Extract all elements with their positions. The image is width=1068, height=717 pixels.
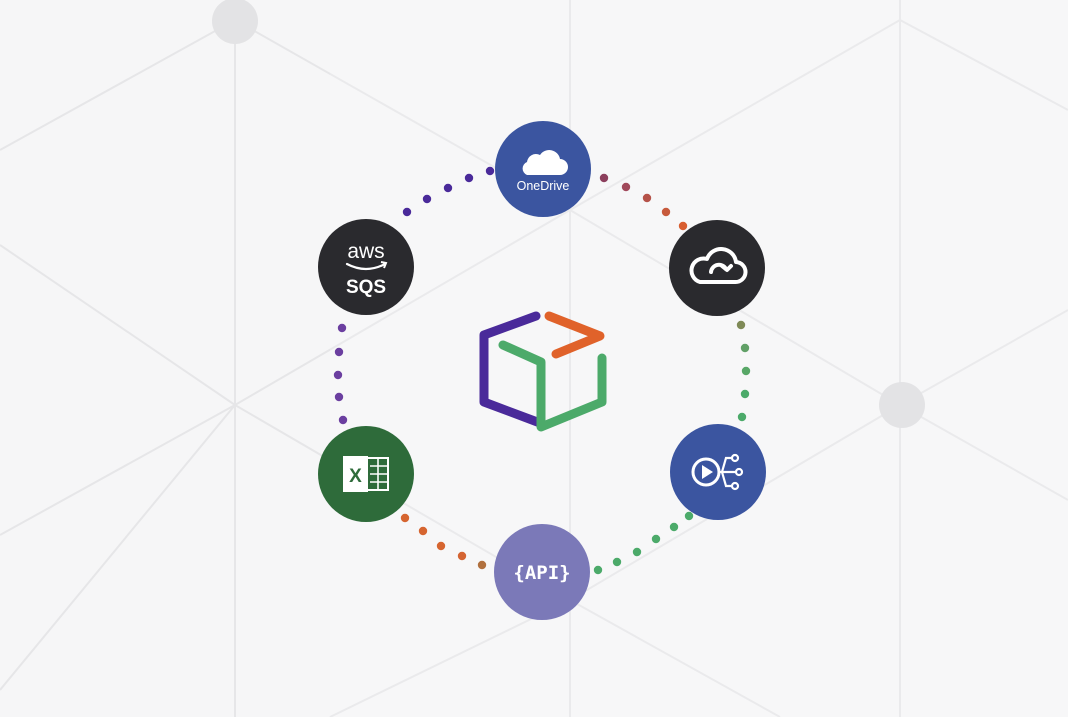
- sqs-label: SQS: [346, 277, 386, 298]
- connector-onedrive-gcloud: [599, 173, 688, 231]
- node-api: {API}: [494, 524, 590, 620]
- connector-stream-api: [593, 511, 694, 575]
- stream-flow-icon: [691, 453, 744, 491]
- node-onedrive: OneDrive: [495, 121, 591, 217]
- aws-smile-icon: [345, 262, 387, 271]
- node-stream: [670, 424, 766, 520]
- excel-letter: X: [349, 466, 362, 487]
- connector-excel-sqs: [333, 323, 348, 425]
- node-gcloud: [669, 220, 765, 316]
- connector-api-excel: [400, 513, 487, 570]
- aws-arrow-icon: [380, 261, 388, 269]
- background-node-dot: [212, 0, 258, 44]
- background-panel: [330, 0, 1068, 717]
- api-icon: {API}: [513, 562, 570, 584]
- background-node-dot: [879, 382, 925, 428]
- aws-label: aws: [347, 240, 384, 263]
- excel-icon: X: [343, 456, 389, 492]
- node-sqs: aws SQS: [318, 219, 414, 315]
- connector-gcloud-stream: [736, 320, 751, 422]
- box-logo-icon: [479, 311, 607, 432]
- onedrive-label: OneDrive: [517, 179, 570, 193]
- connector-sqs-onedrive: [402, 166, 495, 217]
- onedrive-icon: [522, 150, 568, 175]
- cloud-icon: [689, 247, 748, 284]
- node-excel: X: [318, 426, 414, 522]
